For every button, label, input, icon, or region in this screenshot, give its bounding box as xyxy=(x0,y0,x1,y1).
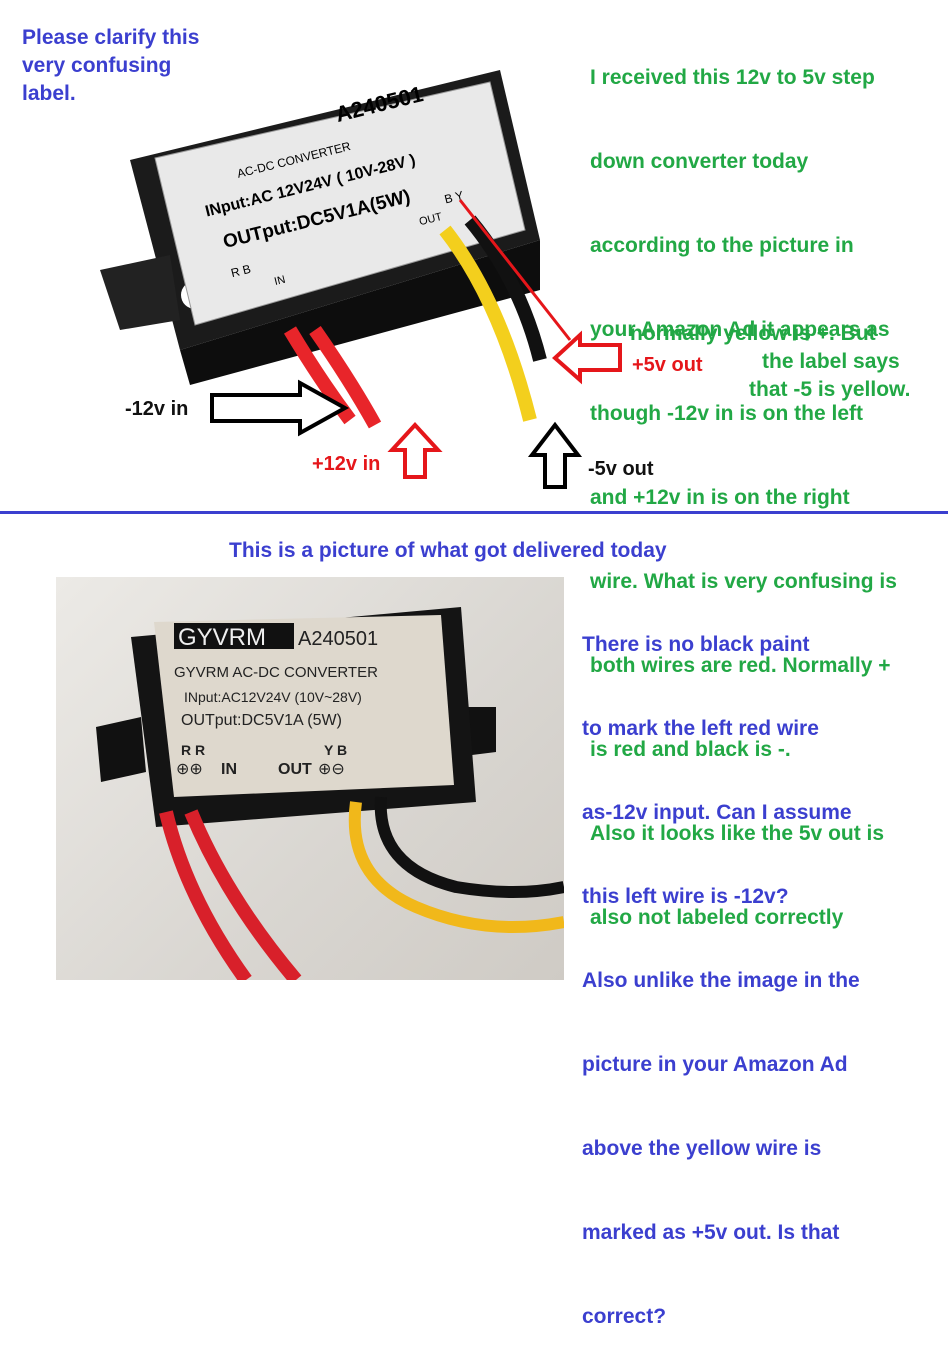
delivered-caption: This is a picture of what got delivered … xyxy=(229,539,667,562)
complaint-line: is red and black is -. xyxy=(590,738,791,761)
wire-yellow xyxy=(439,225,537,422)
complaint-line: and +12v in is on the right xyxy=(590,486,850,509)
svg-text:⊕⊖: ⊕⊖ xyxy=(318,761,345,778)
device-out-colors: B Y xyxy=(443,188,465,206)
wire-black xyxy=(374,796,564,898)
device-out-colors: Y B xyxy=(324,742,347,758)
device-output-spec: OUTput:DC5V1A (5W) xyxy=(181,712,342,729)
device-out-label: OUT xyxy=(418,211,444,228)
device-in-colors: R R xyxy=(181,742,205,758)
label-minus5-out: -5v out xyxy=(588,458,654,480)
device-label-plate xyxy=(154,615,454,797)
section-divider xyxy=(0,511,948,514)
advertised-converter-illustration: A240501 AC-DC CONVERTER INput:AC 12V24V … xyxy=(100,70,622,489)
delivered-converter-photo: GYVRM A240501 GYVRM AC-DC CONVERTER INpu… xyxy=(56,577,564,980)
complaint-line: Also it looks like the 5v out is xyxy=(590,822,885,845)
arrow-minus5-out xyxy=(527,421,583,489)
label-minus12-in: -12v in xyxy=(125,398,189,420)
wire-red-left xyxy=(159,810,252,980)
device-type: GYVRM AC-DC CONVERTER xyxy=(174,664,378,681)
question-line: Also unlike the image in the xyxy=(582,969,860,992)
question-text: There is no black paint to mark the left… xyxy=(582,575,860,1359)
complaint-line: down converter today xyxy=(590,150,809,173)
device-model: A240501 xyxy=(298,628,378,650)
question-line: as-12v input. Can I assume xyxy=(582,801,852,824)
arrow-minus12-in xyxy=(210,379,350,437)
question-line: to mark the left red wire xyxy=(582,717,819,740)
wire-black xyxy=(464,215,547,362)
clarify-note: Please clarify this very confusing label… xyxy=(22,26,200,105)
wire-red-left xyxy=(283,326,356,425)
complaint-line: wire. What is very confusing is xyxy=(590,570,897,593)
device-in-label: IN xyxy=(221,761,237,778)
complaint-line: that -5 is yellow. xyxy=(749,378,911,401)
question-line: this left wire is -12v? xyxy=(582,885,789,908)
complaint-line: the label says xyxy=(762,350,900,373)
complaint-line: though -12v in is on the left xyxy=(590,402,863,425)
question-line: There is no black paint xyxy=(582,633,810,656)
complaint-line: I received this 12v to 5v step xyxy=(590,66,875,89)
arrow-plus5-out xyxy=(552,330,622,385)
svg-text:⊕⊕: ⊕⊕ xyxy=(176,761,203,778)
mounting-tab-left xyxy=(96,717,146,782)
device-in-colors: R B xyxy=(229,262,252,280)
wire-yellow xyxy=(348,801,564,933)
mounting-tab-left xyxy=(100,255,180,330)
complaint-text: I received this 12v to 5v step down conv… xyxy=(590,8,897,960)
complaint-line: your Amazon Ad it appears as xyxy=(590,318,890,341)
question-line: marked as +5v out. Is that xyxy=(582,1221,840,1244)
device-brand: GYVRM xyxy=(178,624,266,651)
device-in-label: IN xyxy=(273,274,287,288)
question-line: above the yellow wire is xyxy=(582,1137,822,1160)
wire-red-right xyxy=(184,809,302,980)
question-line: picture in your Amazon Ad xyxy=(582,1053,848,1076)
complaint-line: according to the picture in xyxy=(590,234,854,257)
complaint-line: normally yellow is +. But xyxy=(630,322,876,345)
device-input-spec: INput:AC12V24V (10V~28V) xyxy=(184,689,362,705)
wire-red-right xyxy=(309,325,382,429)
arrow-plus12-in xyxy=(387,422,443,479)
question-line: correct? xyxy=(582,1305,667,1328)
label-plus5-out: +5v out xyxy=(632,354,703,376)
label-plus12-in: +12v in xyxy=(312,453,381,475)
device-out-label: OUT xyxy=(278,761,312,778)
device-label-plate xyxy=(154,81,526,326)
complaint-line: also not labeled correctly xyxy=(590,906,844,929)
complaint-line: both wires are red. Normally + xyxy=(590,654,891,677)
